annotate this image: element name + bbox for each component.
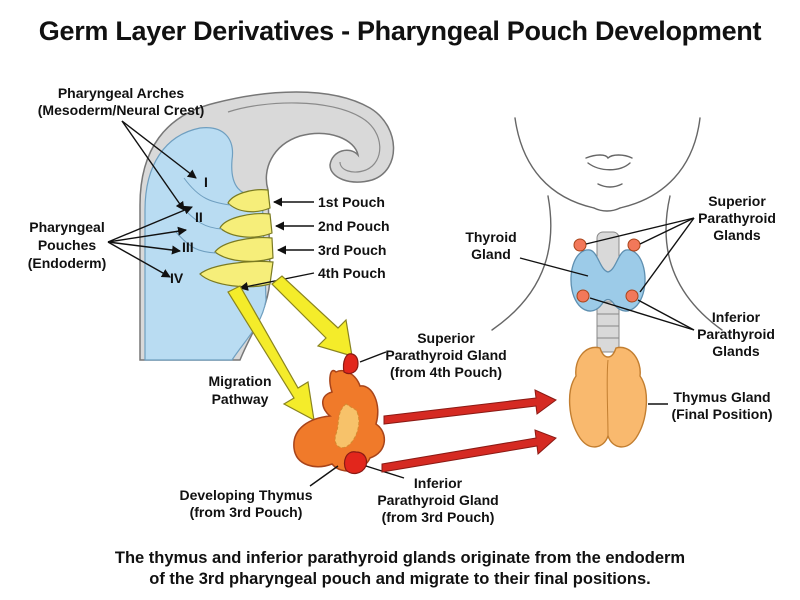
inferior-parathyroid-bud — [343, 451, 368, 475]
caption-line-1: The thymus and inferior parathyroid glan… — [114, 549, 686, 567]
migration-label-line1: Migration — [209, 373, 272, 389]
diagram-caption: The thymus and inferior parathyroid glan… — [0, 548, 800, 590]
thymus-final-label-line1: Thymus Gland — [673, 389, 770, 405]
superior-glands-label-line1: Superior — [708, 193, 766, 209]
arches-leader-lines — [121, 120, 197, 211]
neck-right — [665, 195, 723, 331]
developing-thymus-label-line1: Developing Thymus — [179, 487, 312, 503]
chin-crease — [597, 183, 623, 188]
superior-gland-leader — [359, 351, 387, 363]
migration-arrows — [227, 275, 353, 422]
pouch-4 — [199, 260, 274, 288]
superior-glands-label-line2: Parathyroid — [698, 210, 776, 226]
inferior-parathyroid-left — [576, 289, 590, 303]
superior-glands-leaders — [585, 217, 695, 293]
superior-glands-label-line3: Glands — [713, 227, 761, 243]
inferior-gland-label-line1: Inferior — [414, 475, 463, 491]
inferior-glands-label-line3: Glands — [712, 343, 760, 359]
developing-thymus — [293, 353, 385, 475]
developing-thymus-label-line2: (from 3rd Pouch) — [190, 504, 303, 520]
superior-gland-label-line3: (from 4th Pouch) — [390, 364, 502, 380]
arch-label-3: III — [182, 239, 194, 255]
superior-parathyroid-left — [573, 238, 587, 252]
superior-parathyroid-right — [627, 238, 641, 252]
final-migration-arrows — [381, 389, 557, 473]
pouch-3-label: 3rd Pouch — [318, 242, 386, 258]
pouches-label-line1: Pharyngeal — [29, 219, 104, 235]
jaw-right — [619, 117, 701, 209]
thyroid-leader — [519, 257, 589, 277]
red-arrow-upper — [383, 389, 557, 425]
superior-parathyroid-bud — [342, 353, 359, 375]
inferior-gland-label-line3: (from 3rd Pouch) — [382, 509, 495, 525]
parathyroid-dots — [573, 238, 641, 303]
thyroid-label-line2: Gland — [471, 246, 511, 262]
inferior-gland-label-line2: Parathyroid Gland — [377, 492, 498, 508]
pouch-2-label: 2nd Pouch — [318, 218, 390, 234]
neck-left — [491, 195, 552, 331]
chin — [593, 207, 621, 212]
migration-arrow-thymus — [227, 285, 315, 422]
migration-label-line2: Pathway — [212, 391, 269, 407]
embryo-pharyngeal-region: I II III IV — [139, 91, 395, 361]
developing-thymus-leader — [309, 465, 339, 487]
red-arrow-lower — [381, 429, 557, 473]
head-fold — [227, 102, 381, 173]
inferior-glands-label-line1: Inferior — [712, 309, 761, 325]
jaw-left — [514, 117, 595, 209]
thymus-final — [568, 346, 648, 448]
upper-lip — [585, 154, 633, 160]
superior-gland-label-line1: Superior — [417, 330, 475, 346]
arches-label-line1: Pharyngeal Arches — [58, 85, 185, 101]
thymus-core — [334, 403, 360, 449]
pouch-2 — [219, 213, 273, 238]
inferior-parathyroid-right — [625, 289, 639, 303]
inferior-glands-leaders — [589, 297, 695, 331]
thymus-final-label-line2: (Final Position) — [671, 406, 772, 422]
arches-label-line2: (Mesoderm/Neural Crest) — [38, 102, 205, 118]
inferior-glands-label-line2: Parathyroid — [697, 326, 775, 342]
human-neck-figure — [491, 117, 723, 331]
diagram-title: Germ Layer Derivatives - Pharyngeal Pouc… — [38, 16, 762, 46]
pouch-1-label: 1st Pouch — [318, 194, 385, 210]
pouch-1 — [227, 189, 271, 213]
arch-label-2: II — [195, 209, 203, 225]
arch-label-1: I — [204, 174, 208, 190]
caption-line-2: of the 3rd pharyngeal pouch and migrate … — [149, 570, 651, 588]
lower-lip — [587, 162, 631, 171]
pouch-4-label: 4th Pouch — [318, 265, 386, 281]
arch-label-4: IV — [170, 270, 184, 286]
migration-arrow-superior — [271, 275, 353, 357]
superior-gland-label-line2: Parathyroid Gland — [385, 347, 506, 363]
thyroid-label-line1: Thyroid — [465, 229, 516, 245]
pouches-leader-lines — [107, 205, 193, 278]
pouches-label-line3: (Endoderm) — [28, 255, 107, 271]
pouch-3 — [214, 237, 274, 262]
pouches-label-line2: Pouches — [38, 237, 97, 253]
